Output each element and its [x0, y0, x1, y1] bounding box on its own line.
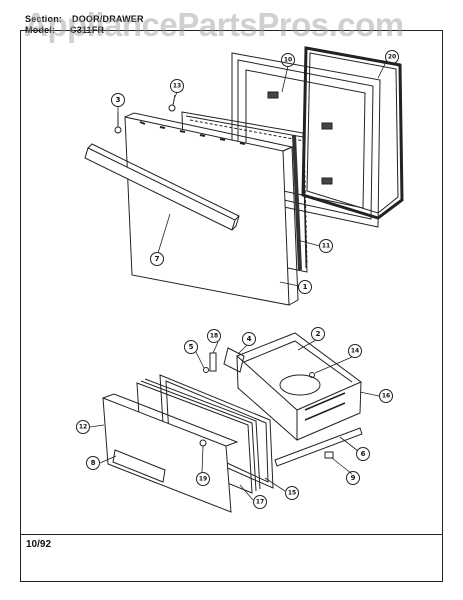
- watermark: AppliancePartsPros.com: [24, 6, 404, 43]
- part-18-spacer: [209, 352, 217, 372]
- model-value: C311FR: [70, 25, 105, 35]
- callout-3: 3: [116, 96, 121, 104]
- callout-9-circle: [346, 471, 360, 485]
- callout-1-circle: [298, 280, 312, 294]
- part-20-door-gasket: [301, 46, 404, 220]
- callout-8: 8: [91, 459, 96, 467]
- callout-5: 5: [189, 343, 194, 351]
- part-3-screw: [114, 112, 122, 134]
- leader-lines: [89, 61, 387, 501]
- part-7-door-handle: [84, 143, 240, 231]
- callout-12: 12: [79, 424, 87, 431]
- callout-14: 14: [351, 348, 359, 355]
- callout-1: 1: [303, 283, 308, 291]
- part-14-screw: [309, 372, 315, 378]
- callout-18-circle: [207, 329, 221, 343]
- callout-15-circle: [285, 486, 299, 500]
- callout-15: 15: [288, 490, 296, 497]
- part-9-nut: [324, 451, 334, 459]
- part-8-drawer-handle: [112, 449, 166, 483]
- callout-13: 13: [173, 83, 181, 90]
- callout-7-circle: [150, 252, 164, 266]
- callout-16-circle: [379, 389, 393, 403]
- callout-20: 20: [388, 54, 396, 61]
- callout-4: 4: [247, 335, 252, 343]
- callout-12-circle: [76, 420, 90, 434]
- callout-19-circle: [196, 472, 210, 486]
- section-label: Section:: [25, 14, 63, 24]
- callout-20-circle: [385, 50, 399, 64]
- footer-date: 10/92: [26, 539, 52, 550]
- callout-2: 2: [316, 330, 321, 338]
- section-value: DOOR/DRAWER: [72, 14, 144, 24]
- callout-10: 10: [284, 57, 292, 64]
- callout-3-circle: [111, 93, 125, 107]
- callout-11-circle: [319, 239, 333, 253]
- callout-11: 11: [322, 243, 330, 250]
- callout-10-circle: [281, 53, 295, 67]
- callout-4-circle: [242, 332, 256, 346]
- callout-5-circle: [184, 340, 198, 354]
- callout-16: 16: [382, 393, 390, 400]
- part-15-drawer-front: [159, 374, 274, 489]
- callout-19: 19: [199, 476, 207, 483]
- footer-separator: [20, 534, 443, 535]
- callout-markers: [76, 50, 399, 509]
- callout-17: 17: [256, 499, 264, 506]
- part-5-screw: [203, 367, 209, 373]
- callout-6-circle: [356, 447, 370, 461]
- callout-8-circle: [86, 456, 100, 470]
- callout-13-circle: [170, 79, 184, 93]
- callout-7: 7: [155, 255, 160, 263]
- callout-2-circle: [311, 327, 325, 341]
- callout-18: 18: [210, 333, 218, 340]
- callout-6: 6: [361, 450, 366, 458]
- callout-17-circle: [253, 495, 267, 509]
- diagram-frame: [20, 30, 443, 582]
- part-13-screw: [168, 94, 176, 112]
- callout-14-circle: [348, 344, 362, 358]
- callout-9: 9: [351, 474, 356, 482]
- part-6-slide-rail: [274, 427, 363, 467]
- model-label: Model:: [25, 25, 56, 35]
